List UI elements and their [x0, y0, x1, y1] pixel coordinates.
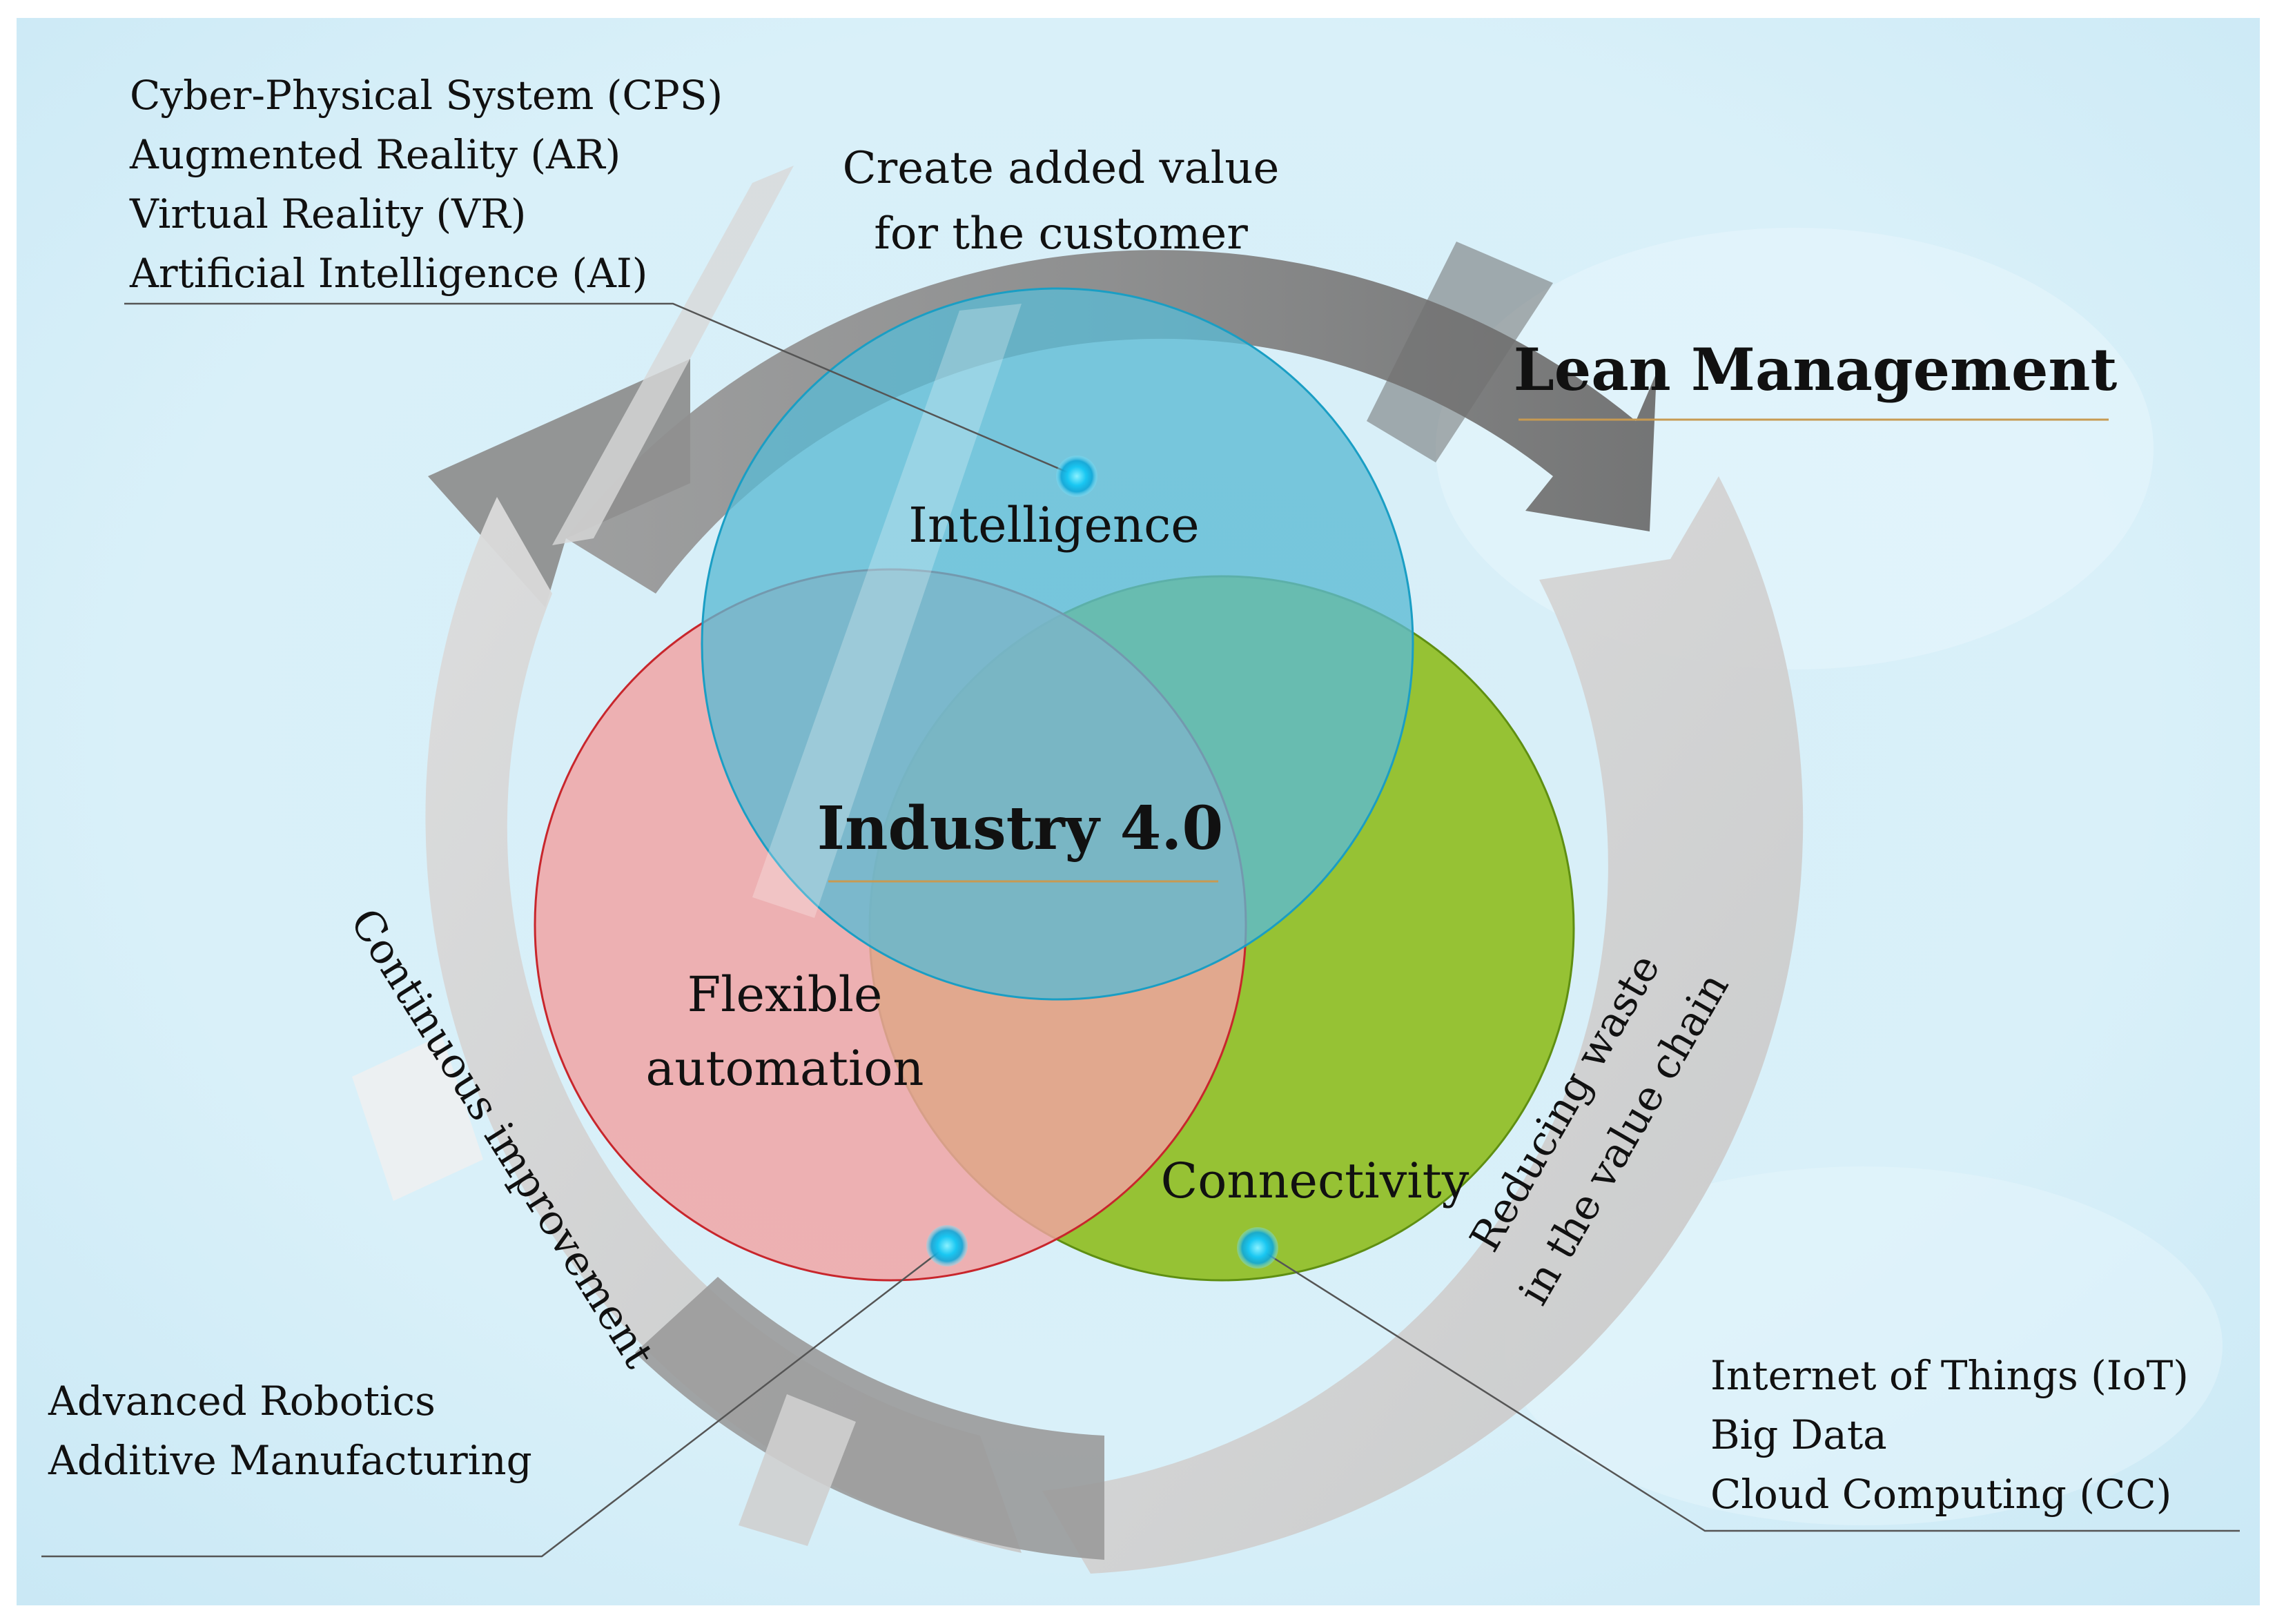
marker-dot-flexible-automation	[926, 1225, 968, 1266]
leader-line-connectivity	[1257, 1246, 2240, 1532]
tech-list-connectivity-item: Cloud Computing (CC)	[1710, 1471, 2171, 1518]
arrow-top-highlight	[552, 166, 794, 545]
tech-list-automation-item: Advanced Robotics	[48, 1378, 436, 1425]
tech-list-intelligence-item: Artificial Intelligence (AI)	[129, 250, 647, 297]
arrow-top-dark-band	[1367, 242, 1553, 462]
lean-management-title: Lean Management	[1514, 335, 2118, 404]
arrow-top-label-line1: Create added value	[843, 143, 1280, 194]
leader-line-flexible-automation	[41, 1245, 948, 1558]
intelligence-label: Intelligence	[908, 497, 1199, 554]
tech-list-automation-item: Additive Manufacturing	[48, 1437, 532, 1484]
arrow-bottom-segment	[635, 1277, 1104, 1560]
tech-list-connectivity-item: Internet of Things (IoT)	[1710, 1352, 2189, 1399]
leader-line-intelligence	[124, 302, 1077, 478]
flexible-automation-label-line1: Flexible	[687, 966, 883, 1023]
tech-list-intelligence-item: Augmented Reality (AR)	[129, 131, 621, 178]
marker-dot-connectivity	[1237, 1227, 1278, 1269]
industry-4-label: Industry 4.0	[817, 794, 1223, 863]
arrow-bottom-band	[739, 1394, 856, 1546]
background-swirl	[1436, 228, 2154, 669]
flexible-automation-label-line2: automation	[646, 1040, 924, 1097]
arrow-left-highlight	[352, 1035, 483, 1201]
arrow-right-reducing-waste	[1042, 476, 1804, 1574]
connectivity-label: Connectivity	[1161, 1153, 1470, 1209]
background-swirl	[1505, 1166, 2223, 1525]
arrow-top-create-value	[566, 250, 1657, 594]
tech-list-connectivity-item: Big Data	[1710, 1411, 1887, 1458]
tech-list-intelligence-item: Cyber-Physical System (CPS)	[130, 72, 723, 119]
marker-dot-intelligence	[1056, 456, 1097, 497]
circle-glare	[752, 304, 1022, 918]
circle-intelligence	[701, 287, 1414, 1001]
arrow-top-label-line2: for the customer	[874, 208, 1248, 260]
tech-list-intelligence-item: Virtual Reality (VR)	[129, 190, 526, 237]
